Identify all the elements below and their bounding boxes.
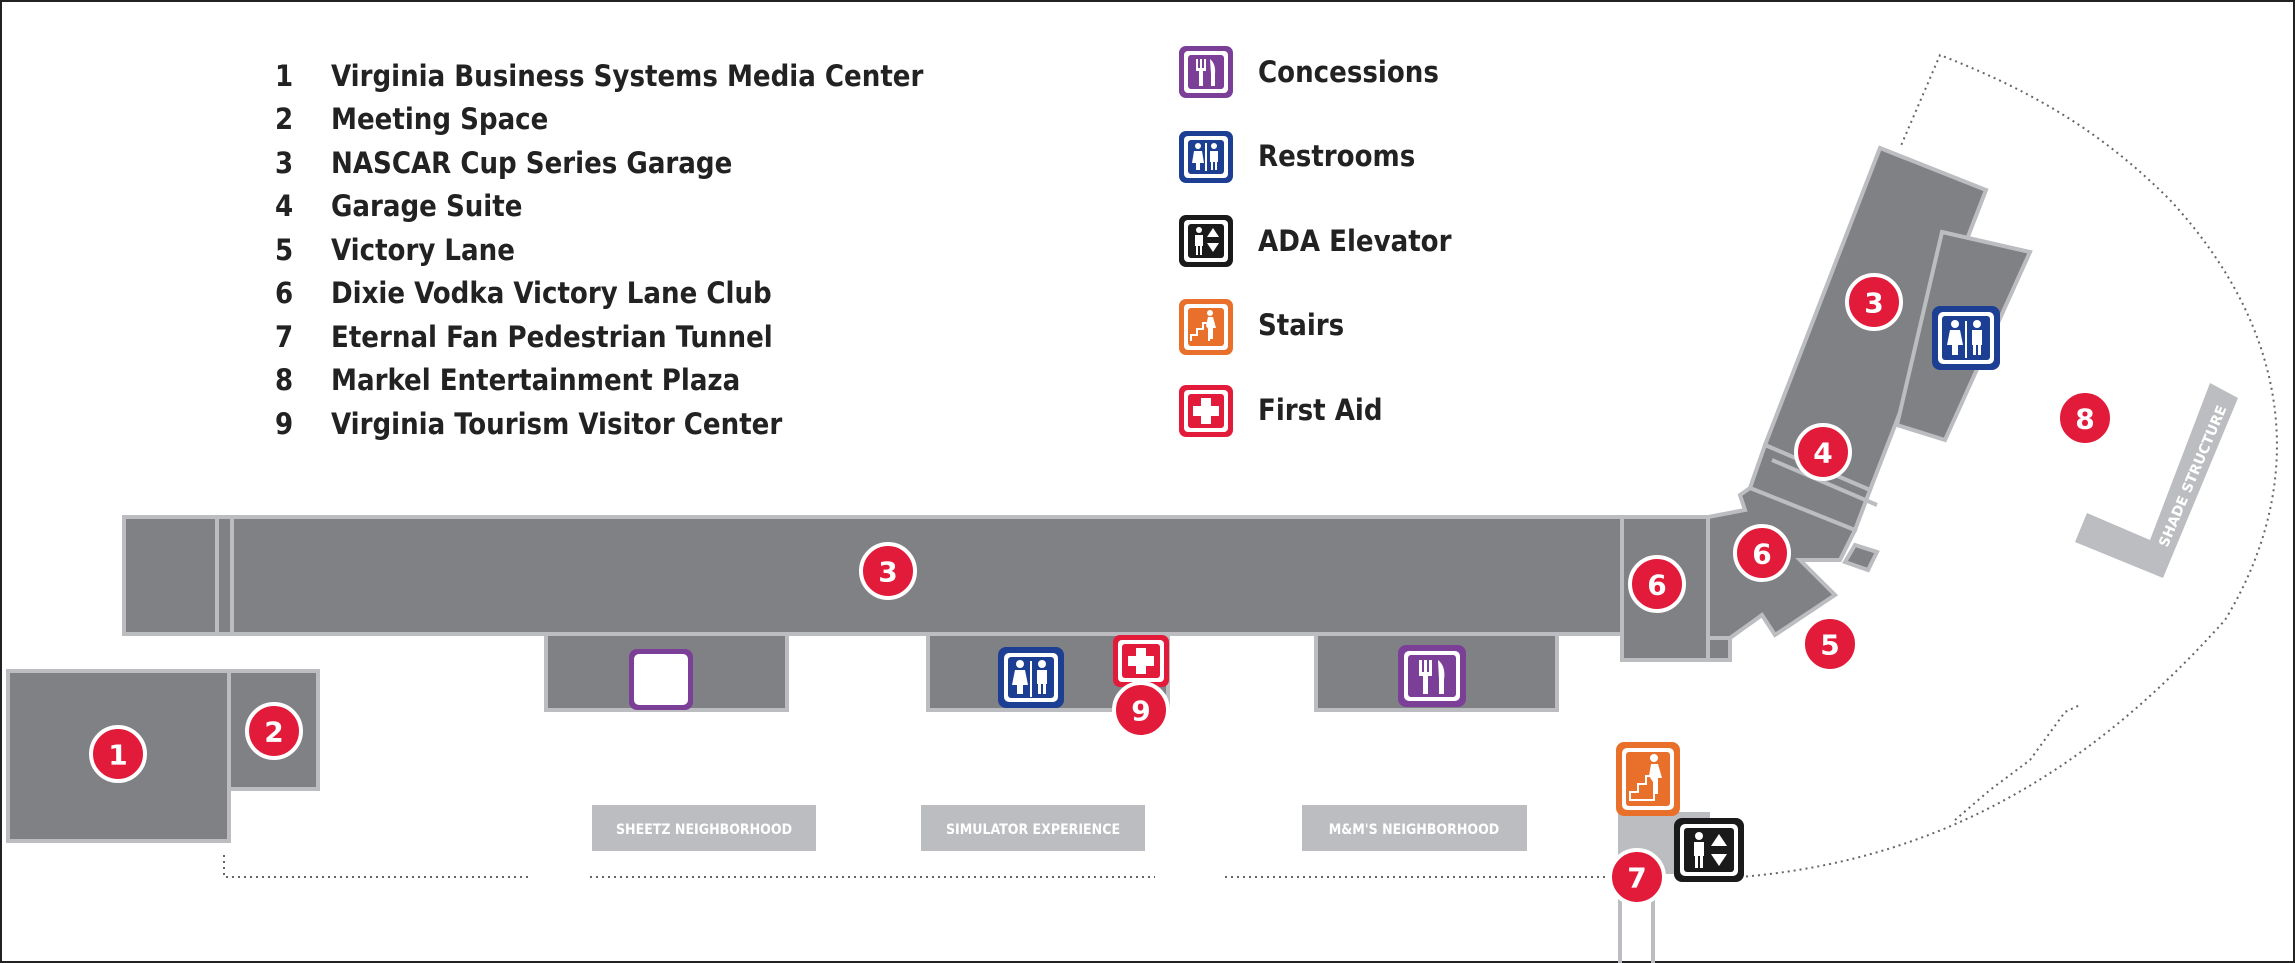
svg-text:2: 2 <box>264 716 283 749</box>
area-labels: SHEETZ NEIGHBORHOOD SIMULATOR EXPERIENCE… <box>592 805 1527 851</box>
legend-stairs: Stairs <box>1179 299 1344 355</box>
map-stairs-icon[interactable] <box>1616 742 1680 816</box>
svg-text:6: 6 <box>1752 538 1771 571</box>
svg-text:7: 7 <box>1627 862 1646 895</box>
svg-text:3: 3 <box>1864 287 1883 320</box>
fork-knife-glyph <box>1419 660 1445 694</box>
first-aid-icon <box>1179 385 1233 437</box>
svg-text:First Aid: First Aid <box>1258 393 1383 427</box>
plaza-boundary <box>223 53 2278 878</box>
legend-restrooms: Restrooms <box>1179 131 1415 183</box>
svg-text:3: 3 <box>275 146 293 180</box>
legend-item: 3 NASCAR Cup Series Garage <box>275 146 732 180</box>
simulator-tag <box>921 805 1145 851</box>
map-restrooms-icon-2[interactable] <box>1932 306 2000 370</box>
marker-8[interactable]: 8 <box>2056 389 2114 447</box>
svg-text:1: 1 <box>275 59 293 93</box>
marker-2[interactable]: 2 <box>245 702 303 760</box>
svg-text:5: 5 <box>275 233 293 267</box>
svg-text:5: 5 <box>1820 629 1839 662</box>
svg-text:ADA Elevator: ADA Elevator <box>1258 224 1452 258</box>
elevator-glyph <box>1694 832 1727 868</box>
stairs-icon <box>1179 299 1233 355</box>
sheetz-neighborhood-label: SHEETZ NEIGHBORHOOD <box>616 822 792 838</box>
marker-9[interactable]: 9 <box>1112 681 1170 739</box>
svg-text:8: 8 <box>275 363 293 397</box>
shade-structure-label: SHADE STRUCTURE <box>2156 403 2230 549</box>
mms-tag <box>1302 805 1527 851</box>
legend-item: 1 Virginia Business Systems Media Center <box>275 59 924 93</box>
marker-3b[interactable]: 3 <box>1845 273 1903 331</box>
amenity-legend: Concessions Restrooms ADA Elevator <box>1179 46 1452 437</box>
map-first-aid-icon[interactable] <box>1113 635 1169 687</box>
legend-item: 7 Eternal Fan Pedestrian Tunnel <box>275 320 773 354</box>
marker-5[interactable]: 5 <box>1801 615 1859 673</box>
svg-text:4: 4 <box>1813 437 1832 470</box>
legend-item: 6 Dixie Vodka Victory Lane Club <box>275 276 772 310</box>
svg-text:1: 1 <box>108 739 127 772</box>
victory-lane-kiosk <box>1842 542 1880 573</box>
marker-6b[interactable]: 6 <box>1733 524 1791 582</box>
svg-text:8: 8 <box>2075 403 2094 436</box>
boundary-notch <box>1954 704 2081 821</box>
svg-text:NASCAR Cup Series Garage: NASCAR Cup Series Garage <box>331 146 732 180</box>
svg-text:Restrooms: Restrooms <box>1258 139 1415 173</box>
club-entry <box>1706 636 1732 662</box>
svg-text:Victory Lane: Victory Lane <box>331 233 515 267</box>
svg-text:9: 9 <box>275 407 293 441</box>
marker-3a[interactable]: 3 <box>859 542 917 600</box>
legend-item: 4 Garage Suite <box>275 189 522 223</box>
person-glyph <box>1947 320 1982 358</box>
map-restrooms-icon-1[interactable] <box>998 647 1064 708</box>
marker-4[interactable]: 4 <box>1794 423 1852 481</box>
svg-text:9: 9 <box>1131 695 1150 728</box>
legend-concessions: Concessions <box>1179 46 1439 98</box>
svg-text:6: 6 <box>1647 569 1666 602</box>
legend-item: 8 Markel Entertainment Plaza <box>275 363 740 397</box>
svg-text:4: 4 <box>275 189 293 223</box>
mms-neighborhood-label: M&M'S NEIGHBORHOOD <box>1329 822 1500 838</box>
legend-item: 5 Victory Lane <box>275 233 515 267</box>
buildings <box>6 145 2033 843</box>
map-elevator-icon[interactable] <box>1674 818 1744 882</box>
legend-item: 9 Virginia Tourism Visitor Center <box>275 407 782 441</box>
person-glyph <box>1012 660 1047 697</box>
svg-text:Virginia Tourism Visitor Cente: Virginia Tourism Visitor Center <box>331 407 782 441</box>
legend-item: 2 Meeting Space <box>275 102 548 136</box>
svg-text:Eternal Fan Pedestrian Tunnel: Eternal Fan Pedestrian Tunnel <box>331 320 773 354</box>
svg-text:Concessions: Concessions <box>1258 55 1439 89</box>
svg-text:6: 6 <box>275 276 293 310</box>
svg-text:Stairs: Stairs <box>1258 308 1344 342</box>
svg-text:Markel Entertainment Plaza: Markel Entertainment Plaza <box>331 363 740 397</box>
marker-7[interactable]: 7 <box>1608 848 1666 906</box>
map-concessions-icon-2[interactable] <box>1398 645 1466 707</box>
restrooms-icon <box>1179 131 1233 183</box>
svg-text:Virginia Business Systems Medi: Virginia Business Systems Media Center <box>331 59 924 93</box>
svg-text:2: 2 <box>275 102 293 136</box>
legend-first-aid: First Aid <box>1179 385 1383 437</box>
concessions-icon <box>1179 46 1233 98</box>
fork-knife-glyph <box>648 663 674 699</box>
elevator-icon <box>1179 215 1233 267</box>
svg-text:Meeting Space: Meeting Space <box>331 102 548 136</box>
sheetz-tag <box>592 805 816 851</box>
stairs-glyph <box>1629 754 1662 801</box>
svg-text:Garage Suite: Garage Suite <box>331 189 522 223</box>
simulator-experience-label: SIMULATOR EXPERIENCE <box>946 822 1120 838</box>
svg-text:Dixie Vodka Victory Lane Club: Dixie Vodka Victory Lane Club <box>331 276 772 310</box>
map-concessions-icon-1[interactable] <box>629 649 693 710</box>
legend-elevator: ADA Elevator <box>1179 215 1452 267</box>
svg-text:7: 7 <box>275 320 293 354</box>
marker-1[interactable]: 1 <box>89 725 147 783</box>
marker-6a[interactable]: 6 <box>1628 555 1686 613</box>
svg-text:3: 3 <box>878 556 897 589</box>
